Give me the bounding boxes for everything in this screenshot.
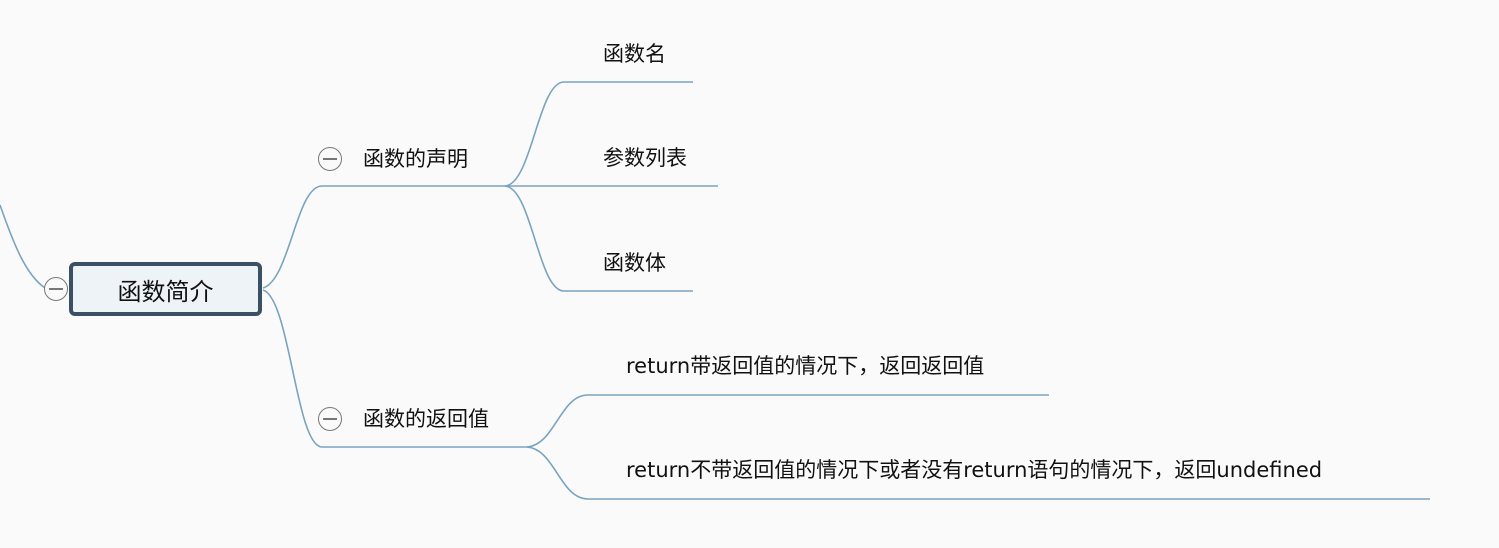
node-function-name[interactable]: 函数名 <box>603 42 666 66</box>
central-topic[interactable]: 函数简介 <box>69 262 262 316</box>
node-return-without-value[interactable]: return不带返回值的情况下或者没有return语句的情况下，返回undefi… <box>626 458 1323 482</box>
branch-return-value[interactable]: 函数的返回值 <box>363 407 489 431</box>
declaration-collapse-icon[interactable] <box>318 147 342 171</box>
connector-declaration-to-function-name <box>504 81 693 187</box>
connector-central-to-return-value <box>262 289 527 448</box>
central-topic-label: 函数简介 <box>117 277 214 306</box>
node-function-body[interactable]: 函数体 <box>603 251 666 275</box>
connector-declaration-to-function-body <box>504 185 693 292</box>
connector-return-to-with-value <box>526 394 1049 448</box>
node-return-with-value[interactable]: return带返回值的情况下，返回返回值 <box>626 354 985 378</box>
branch-declaration[interactable]: 函数的声明 <box>363 147 468 171</box>
connector-return-to-without-value <box>526 446 1430 500</box>
central-collapse-icon[interactable] <box>44 277 68 301</box>
node-parameter-list[interactable]: 参数列表 <box>603 146 687 170</box>
parent-connector <box>0 204 46 289</box>
connector-central-to-declaration <box>262 185 505 289</box>
return-value-collapse-icon[interactable] <box>318 407 342 431</box>
